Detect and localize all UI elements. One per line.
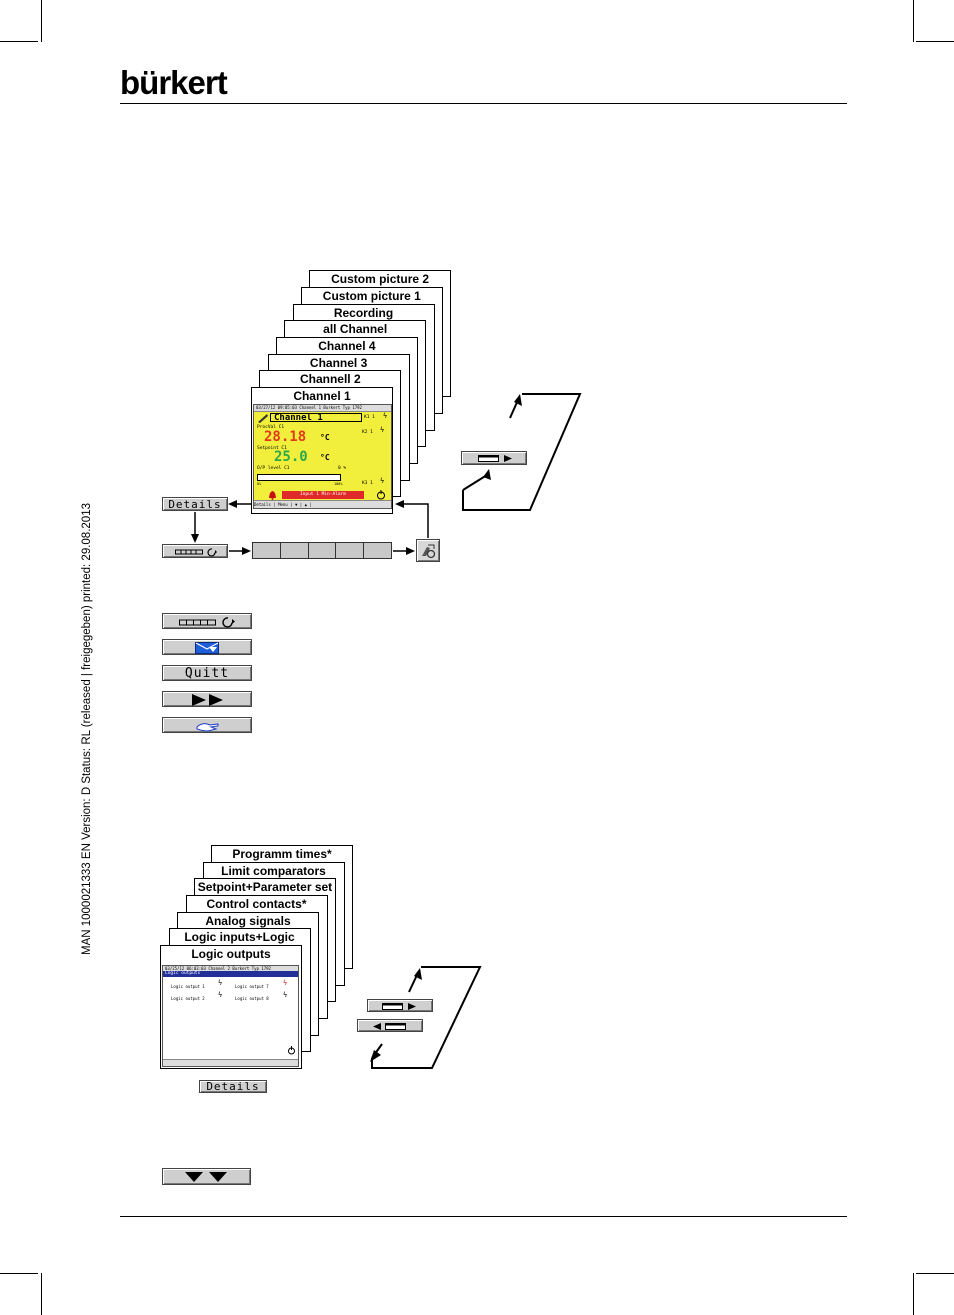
screen-card-label: Custom picture 2 bbox=[331, 272, 430, 287]
pen-icon bbox=[258, 414, 268, 423]
screen-card-label: Programm times* bbox=[232, 846, 332, 861]
procval-unit: °C bbox=[320, 433, 330, 442]
details-button-label: Details bbox=[168, 497, 222, 511]
procval-value: 28.18 bbox=[264, 429, 307, 445]
crop-mark bbox=[0, 41, 38, 42]
k3-label: K3 1 bbox=[362, 481, 373, 486]
relay-icon: ϟ bbox=[380, 477, 385, 485]
screen-card-label: Recording bbox=[333, 305, 394, 320]
quitt-button[interactable]: Quitt bbox=[162, 665, 252, 681]
bar-min: 0% bbox=[257, 482, 262, 486]
setpoint-unit: °C bbox=[320, 453, 330, 462]
crop-mark bbox=[916, 41, 954, 42]
logic-output-7-label: Logic output 7 bbox=[235, 984, 269, 989]
crop-mark bbox=[913, 0, 914, 42]
screen-card-label: Logic outputs bbox=[191, 947, 271, 961]
next-screen-button-2[interactable] bbox=[367, 999, 433, 1012]
screen-card-label: Setpoint+Parameter set bbox=[197, 880, 333, 895]
screen-card-label: Analog signals bbox=[205, 913, 291, 928]
previous-screen-icon bbox=[373, 1023, 406, 1030]
power-icon bbox=[377, 490, 385, 500]
screen-card-label: Channel 3 bbox=[309, 355, 368, 370]
details-button-label: Details bbox=[206, 1080, 260, 1093]
power-icon bbox=[288, 1046, 295, 1055]
softkey[interactable] bbox=[364, 543, 391, 558]
relay-icon: ϟ bbox=[283, 991, 288, 999]
next-screen-button[interactable] bbox=[461, 451, 527, 465]
k1-label: K1 1 bbox=[364, 415, 375, 420]
next-screen-icon bbox=[382, 1003, 416, 1010]
hand-exit-icon bbox=[422, 544, 436, 559]
relay-icon: ϟ bbox=[283, 979, 288, 987]
previous-screen-button[interactable] bbox=[357, 1019, 423, 1032]
crop-mark bbox=[41, 1273, 42, 1315]
cycle-button[interactable] bbox=[162, 544, 228, 558]
op-level-pct: 0 % bbox=[338, 466, 347, 471]
crop-mark bbox=[913, 1273, 914, 1315]
op-level-bar bbox=[257, 474, 341, 481]
softkey[interactable] bbox=[308, 543, 337, 558]
setpoint-label: Setpoint C1 bbox=[257, 446, 287, 451]
bar-max: 100% bbox=[334, 482, 343, 486]
screen-softkey-bar bbox=[163, 1059, 298, 1066]
crop-mark bbox=[41, 0, 42, 42]
mail-icon bbox=[195, 642, 219, 654]
alarm-message: Input 1 Min-Alarm bbox=[282, 491, 364, 499]
screen-status-bar: 03/27/12 09:05:03 Channel 1 Burkert Typ … bbox=[254, 405, 391, 412]
channel-title: Channel 1 bbox=[270, 413, 362, 423]
screen-card-label: Limit comparators bbox=[221, 863, 326, 878]
k2-label: K2 1 bbox=[362, 430, 373, 435]
cycle-icon bbox=[179, 617, 235, 628]
op-level-label: O/P level C1 bbox=[257, 466, 290, 471]
relay-icon: ϟ bbox=[380, 426, 385, 434]
quitt-button-label: Quitt bbox=[184, 665, 230, 681]
screen-card-label: all Channel bbox=[323, 322, 388, 337]
screen-card-label: Channel 4 bbox=[318, 338, 376, 353]
relay-icon: ϟ bbox=[218, 991, 223, 999]
screen-status-bar: 03/25/12 06:03:03 Channel 2 Burkert Typ … bbox=[163, 966, 298, 971]
screen-title-bar: Logic outputs bbox=[163, 971, 298, 977]
cycle-button-legend[interactable] bbox=[162, 613, 252, 629]
mail-button-legend[interactable] bbox=[162, 639, 252, 655]
page-down-button[interactable] bbox=[162, 1168, 251, 1185]
fast-forward-icon bbox=[192, 694, 223, 706]
logic-output-2-label: Logic output 2 bbox=[171, 996, 205, 1001]
relay-icon: ϟ bbox=[383, 412, 388, 420]
logic-output-8-label: Logic output 8 bbox=[235, 996, 269, 1001]
next-screen-icon bbox=[478, 455, 512, 462]
crop-mark bbox=[0, 1273, 38, 1274]
logic-output-1-label: Logic output 1 bbox=[171, 984, 205, 989]
fast-forward-button[interactable] bbox=[162, 691, 252, 707]
screen-card-label: Control contacts* bbox=[206, 896, 307, 911]
screen-softkey-bar: Details | Menu | ▼ | ▲ | bbox=[254, 500, 391, 508]
softkey[interactable] bbox=[336, 543, 365, 558]
hand-icon bbox=[196, 723, 219, 732]
hand-button[interactable] bbox=[162, 717, 252, 733]
crop-mark bbox=[916, 1273, 954, 1274]
softkey[interactable] bbox=[253, 543, 281, 558]
burkert-logo: bürkert bbox=[120, 64, 228, 101]
footer-rule bbox=[120, 1216, 847, 1217]
channel-1-screen: 03/27/12 09:05:03 Channel 1 Burkert Typ … bbox=[253, 404, 392, 509]
double-down-icon bbox=[185, 1172, 227, 1182]
screen-card-label: Channel 1 bbox=[293, 389, 351, 403]
setpoint-value: 25.0 bbox=[274, 449, 308, 465]
header-rule bbox=[120, 103, 847, 104]
details-button-2[interactable]: Details bbox=[199, 1080, 267, 1093]
relay-icon: ϟ bbox=[218, 979, 223, 987]
logic-outputs-screen: 03/25/12 06:03:03 Channel 2 Burkert Typ … bbox=[162, 965, 299, 1067]
cycle-icon bbox=[175, 548, 217, 557]
screen-card-label: Logic inputs+Logic bbox=[184, 930, 295, 945]
screen-card-label: Custom picture 1 bbox=[322, 288, 421, 303]
bell-icon bbox=[269, 491, 276, 500]
softkey[interactable] bbox=[280, 543, 309, 558]
softkey-row bbox=[252, 542, 392, 559]
details-button[interactable]: Details bbox=[162, 497, 228, 511]
screen-card-label: Channell 2 bbox=[299, 372, 361, 387]
exit-button[interactable] bbox=[416, 539, 440, 562]
procval-label: ProcVal C1 bbox=[257, 425, 285, 430]
